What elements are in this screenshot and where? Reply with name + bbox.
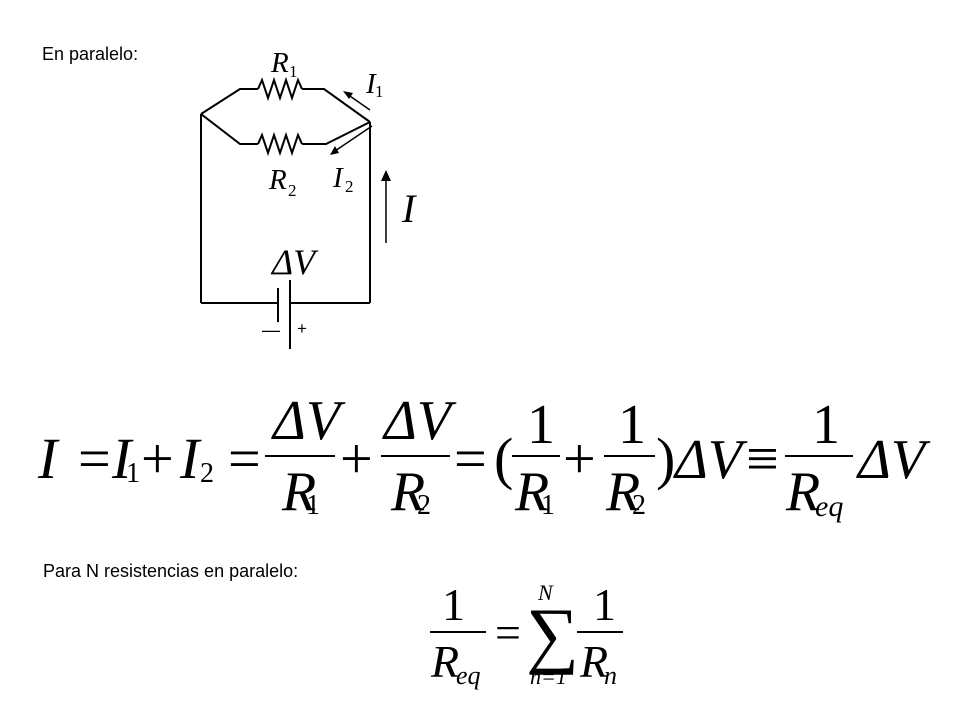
eq-i1-subscript: 1: [126, 458, 140, 489]
frac3-denominator-r: R: [514, 461, 549, 523]
nfrac-right-numerator: 1: [593, 579, 616, 630]
plus-sign: +: [297, 319, 307, 338]
parallel-title: En paralelo:: [42, 44, 139, 64]
resistor-r2: [257, 131, 303, 157]
i-total-label: I: [401, 186, 417, 231]
sum-lower-limit: n=1: [530, 664, 567, 689]
frac2-numerator: ΔV: [382, 390, 457, 452]
eq-equiv: ≡: [746, 426, 779, 491]
frac1-denominator-subscript: 1: [306, 490, 320, 521]
wire-r1-right: [302, 88, 371, 123]
i2-label: I: [332, 162, 344, 194]
eq-equals-2: =: [228, 426, 261, 491]
nfrac-right-subscript: n: [604, 661, 617, 690]
r1-label: R: [270, 47, 289, 79]
r2-subscript: 2: [288, 181, 297, 200]
r2-label: R: [268, 164, 287, 196]
eq-right-paren: ): [656, 426, 675, 491]
r1-subscript: 1: [289, 62, 298, 81]
eq-delta-v-2: ΔV: [856, 429, 931, 491]
wire-r2-left: [200, 113, 258, 145]
eq-equals-3: =: [454, 426, 487, 491]
eq-i1: I: [111, 426, 134, 491]
circuit-diagram: R 1 I 1 R 2 I 2 I ΔV — +: [200, 47, 417, 349]
sum-upper-limit: N: [537, 580, 554, 605]
frac3-denominator-subscript: 1: [541, 490, 555, 521]
i1-subscript: 1: [375, 82, 384, 101]
frac2-denominator-r: R: [390, 461, 425, 523]
eq-i2: I: [179, 426, 202, 491]
frac5-denominator-subscript: eq: [815, 490, 843, 523]
sum-icon: ∑: [526, 594, 579, 676]
i2-subscript: 2: [345, 177, 354, 196]
i1-label: I: [365, 68, 377, 100]
eq-plus-3: +: [563, 426, 596, 491]
eq-i: I: [37, 426, 60, 491]
frac5-denominator-r: R: [785, 461, 820, 523]
eq-i2-subscript: 2: [200, 458, 214, 489]
resistor-r1: [257, 76, 303, 102]
frac5-numerator: 1: [812, 394, 840, 456]
frac1-denominator-r: R: [281, 461, 316, 523]
eq-equals-1: =: [78, 426, 111, 491]
n-resistors-title: Para N resistencias en paralelo:: [43, 561, 299, 581]
nfrac-left-denominator-r: R: [430, 636, 459, 687]
frac4-denominator-r: R: [605, 461, 640, 523]
main-equation: I = I 1 + I 2 = ΔV R 1 + ΔV R 2 = ( 1 R …: [37, 390, 931, 523]
eq-plus-2: +: [340, 426, 373, 491]
eq-plus-1: +: [141, 426, 174, 491]
frac3-numerator: 1: [527, 394, 555, 456]
minus-sign: —: [262, 320, 280, 340]
wire-r1-left: [200, 88, 258, 115]
frac4-denominator-subscript: 2: [632, 490, 646, 521]
wire-r2-right: [302, 121, 371, 145]
arrow-i2-icon: [330, 125, 373, 155]
frac4-numerator: 1: [618, 394, 646, 456]
arrow-i1-icon: [343, 91, 371, 111]
nfrac-left-numerator: 1: [442, 579, 465, 630]
arrow-i-icon: [381, 170, 391, 243]
n-eq-equals: =: [495, 607, 521, 658]
n-resistor-equation: 1 R eq = N ∑ n=1 1 R n: [430, 579, 623, 690]
nfrac-left-subscript: eq: [456, 661, 481, 690]
frac1-numerator: ΔV: [271, 390, 346, 452]
nfrac-right-denominator-r: R: [579, 636, 608, 687]
voltage-label: ΔV: [270, 242, 319, 282]
eq-left-paren: (: [494, 426, 513, 491]
frac2-denominator-subscript: 2: [417, 490, 431, 521]
eq-delta-v-1: ΔV: [673, 429, 748, 491]
